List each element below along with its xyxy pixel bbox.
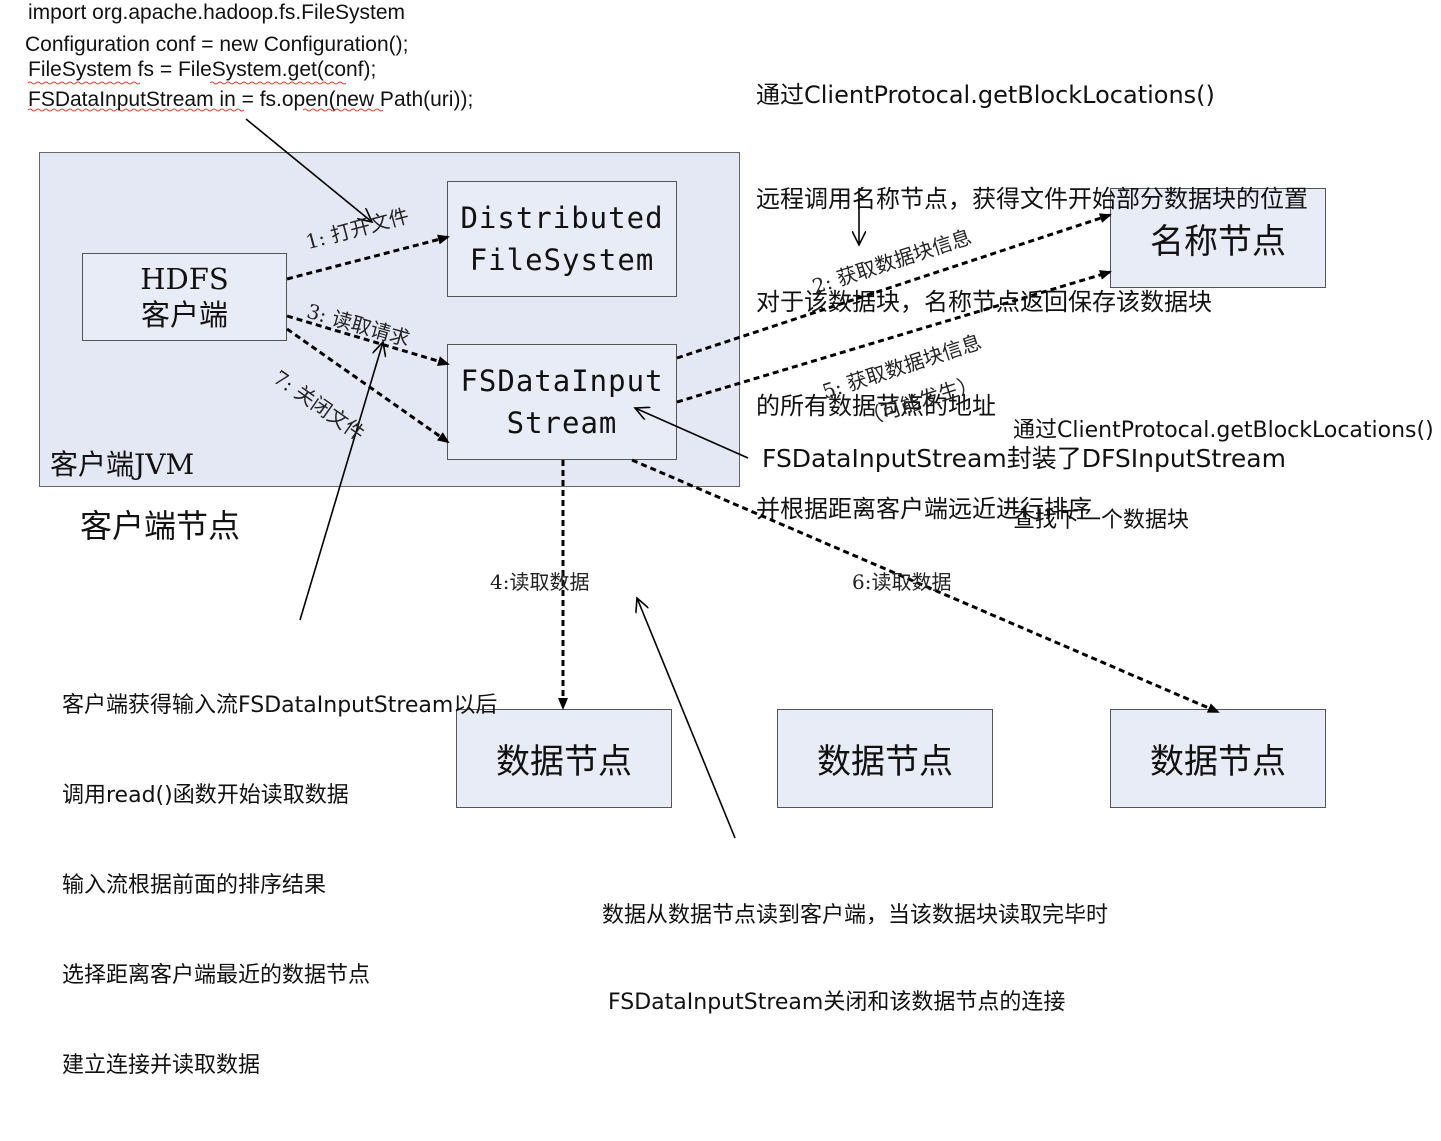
connector-layer bbox=[27, 81, 1220, 839]
next-block-note-line-1: 通过ClientProtocal.getBlockLocations() bbox=[1013, 418, 1434, 443]
datanode-box-2: 数据节点 bbox=[777, 709, 993, 808]
distributed-filesystem-box: Distributed FileSystem bbox=[447, 181, 677, 297]
client-jvm-label: 客户端JVM bbox=[50, 448, 195, 481]
edge-2-get-block-info bbox=[676, 213, 1112, 360]
edge-label-4: 4:读取数据 bbox=[490, 570, 590, 594]
datanode-box-1: 数据节点 bbox=[456, 709, 672, 808]
namenode-note-line-4: 的所有数据节点的地址 bbox=[756, 391, 996, 420]
datanode-label-2: 数据节点 bbox=[817, 742, 953, 782]
namenode-note: 通过ClientProtocal.getBlockLocations() 远程调… bbox=[756, 9, 1308, 596]
distributed-fs-label-1: Distributed bbox=[460, 200, 664, 235]
edge-label-6: 6:读取数据 bbox=[852, 570, 952, 594]
annotation-arrow-read bbox=[299, 342, 383, 621]
hdfs-read-diagram: 客户端JVM 客户端节点 HDFS 客户端 Distributed FileSy… bbox=[25, 1, 1434, 1078]
read-note-line-3: 输入流根据前面的排序结果 bbox=[62, 873, 327, 898]
read-note-line-1: 客户端获得输入流FSDataInputStream以后 bbox=[62, 693, 498, 718]
client-node-label: 客户端节点 bbox=[80, 507, 241, 545]
read-note-line-5: 建立连接并读取数据 bbox=[62, 1053, 261, 1078]
wrap-note: FSDataInputStream封装了DFSInputStream bbox=[762, 444, 1286, 473]
close-note-line-2: FSDataInputStream关闭和该数据节点的连接 bbox=[608, 990, 1066, 1015]
code-line-2: Configuration conf = new Configuration()… bbox=[25, 33, 409, 56]
datanode-label-3: 数据节点 bbox=[1150, 742, 1286, 782]
hdfs-client-label-1: HDFS bbox=[140, 261, 229, 296]
hdfs-client-box: HDFS 客户端 bbox=[82, 253, 287, 341]
namenode-note-line-3: 对于该数据块，名称节点返回保存该数据块 bbox=[756, 288, 1212, 316]
close-note-line-1: 数据从数据节点读到客户端，当该数据块读取完毕时 bbox=[602, 903, 1109, 928]
annotation-arrow-code bbox=[245, 118, 372, 222]
read-note-line-2: 调用read()函数开始读取数据 bbox=[62, 783, 349, 808]
spellcheck-underlines bbox=[27, 81, 384, 112]
namenode-note-line-1: 通过ClientProtocal.getBlockLocations() bbox=[756, 81, 1215, 109]
read-note-line-4: 选择距离客户端最近的数据节点 bbox=[62, 963, 371, 988]
fsdatainputstream-box: FSDataInput Stream bbox=[447, 344, 677, 460]
edge-6-read-data bbox=[631, 458, 1220, 714]
namenode-note-line-2: 远程调用名称节点，获得文件开始部分数据块的位置 bbox=[756, 184, 1308, 213]
datanode-box-3: 数据节点 bbox=[1110, 709, 1326, 808]
annotation-arrow-close bbox=[637, 598, 736, 839]
namenode-label: 名称节点 bbox=[1150, 221, 1286, 262]
namenode-box: 名称节点 bbox=[1110, 188, 1326, 288]
fsdatainputstream-label-2: Stream bbox=[506, 406, 618, 440]
code-line-1: import org.apache.hadoop.fs.FileSystem bbox=[28, 1, 406, 24]
edge-7-close-file bbox=[286, 327, 450, 444]
edge-1-open-file bbox=[286, 234, 450, 281]
annotation-arrow-wrap bbox=[635, 408, 749, 459]
code-line-4: FSDataInputStream in = fs.open(new Path(… bbox=[28, 88, 474, 111]
next-block-note-line-2: 查找下一个数据块 bbox=[1013, 508, 1190, 533]
hdfs-client-label-2: 客户端 bbox=[140, 298, 228, 332]
datanode-label-1: 数据节点 bbox=[496, 742, 632, 782]
close-note: 数据从数据节点读到客户端，当该数据块读取完毕时 FSDataInputStrea… bbox=[602, 843, 1108, 1075]
code-line-3: FileSystem fs = FileSystem.get(conf); bbox=[28, 58, 377, 81]
namenode-note-line-5: 并根据距离客户端远近进行排序 bbox=[756, 495, 1092, 523]
next-block-note: 通过ClientProtocal.getBlockLocations() 查找下… bbox=[1013, 356, 1434, 596]
edge-3-read-request bbox=[286, 314, 450, 366]
read-note: 客户端获得输入流FSDataInputStream以后 调用read()函数开始… bbox=[62, 631, 497, 1141]
edge-5-get-block-info bbox=[676, 270, 1112, 404]
distributed-fs-label-2: FileSystem bbox=[469, 243, 655, 277]
fsdatainputstream-label-1: FSDataInput bbox=[460, 363, 664, 398]
